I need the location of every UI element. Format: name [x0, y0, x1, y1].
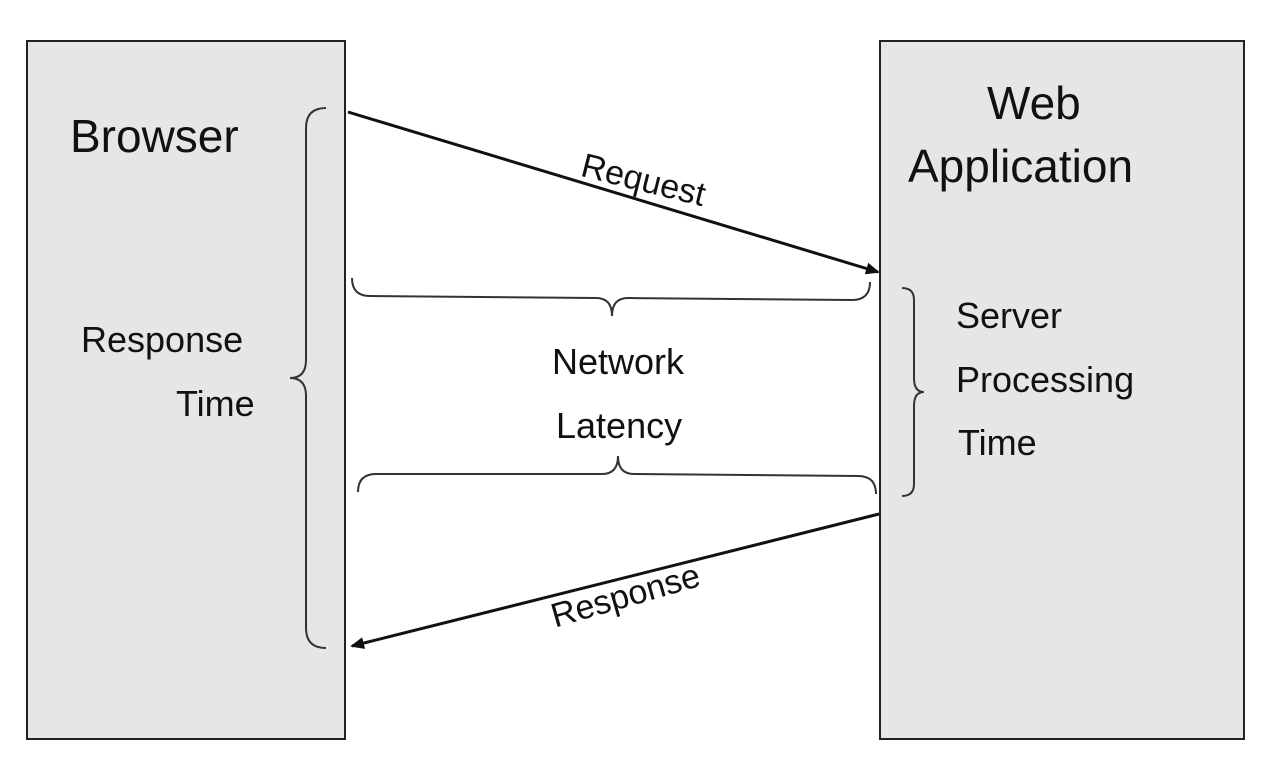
- response-time-label-line1: Response: [81, 319, 244, 360]
- network-latency-label-line2: Latency: [556, 405, 683, 446]
- network-latency-bottom-brace: [357, 455, 877, 495]
- response-time-brace: [289, 107, 327, 649]
- network-latency-top-brace: [351, 277, 871, 317]
- request-arrow: [347, 110, 880, 275]
- response-time-label-line2: Time: [176, 383, 255, 424]
- server-processing-label-line1: Server: [956, 295, 1063, 336]
- browser-box: [26, 40, 346, 740]
- server-processing-label-line3: Time: [958, 422, 1037, 463]
- server-processing-label-line2: Processing: [956, 359, 1135, 400]
- server-processing-brace: [901, 287, 925, 497]
- web-application-title-line2: Application: [908, 140, 1134, 192]
- network-latency-label-line1: Network: [552, 341, 685, 382]
- browser-title: Browser: [70, 110, 239, 162]
- web-application-title-line1: Web: [987, 77, 1081, 129]
- response-arrow: [350, 512, 880, 649]
- web-application-box: [879, 40, 1245, 740]
